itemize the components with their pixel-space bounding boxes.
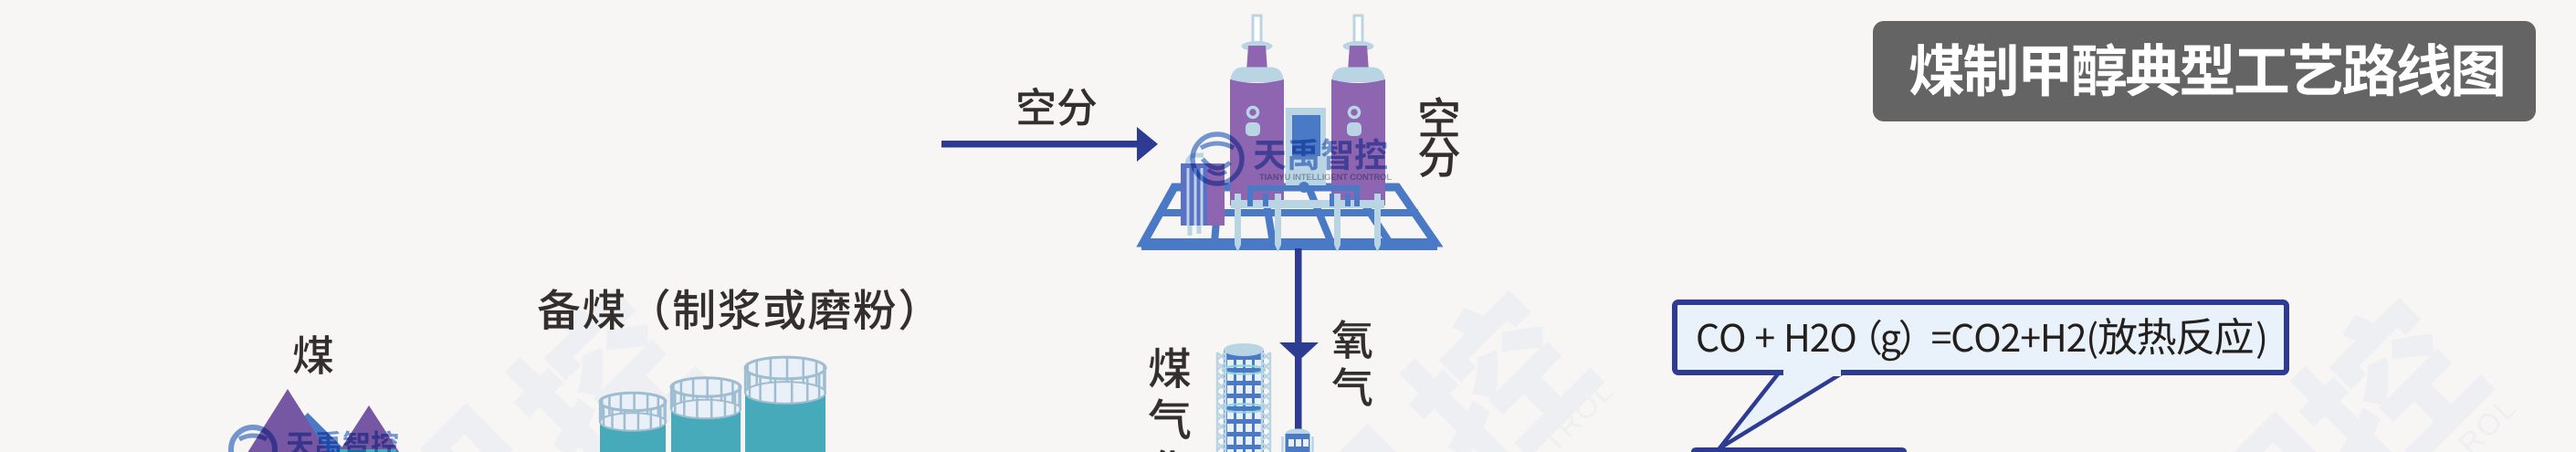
svg-text:TIANYU INTELLIGENT CONTROL: TIANYU INTELLIGENT CONTROL [1259, 173, 1392, 183]
